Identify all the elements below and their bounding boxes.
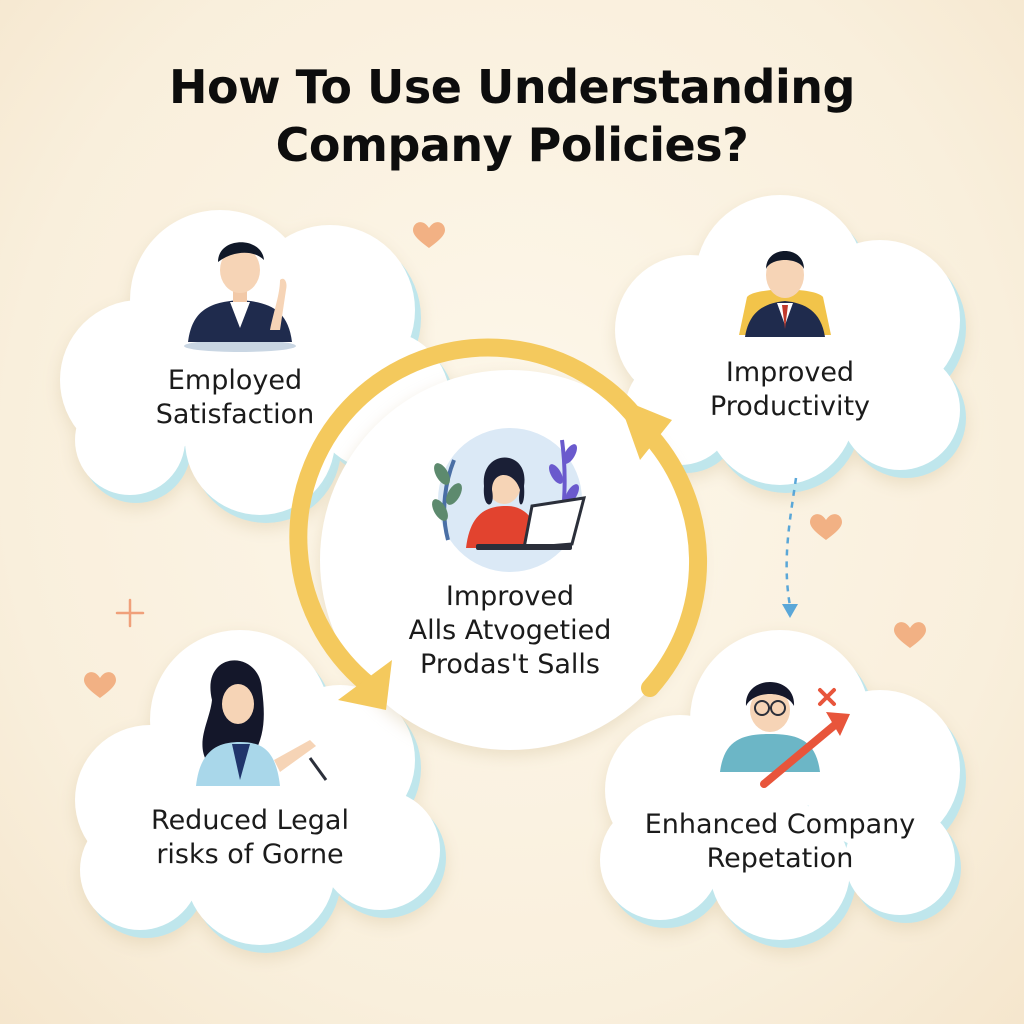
growth-man-icon (720, 682, 850, 788)
node-label-line: Repetation (706, 843, 854, 874)
businessman-icon (184, 242, 296, 352)
node-label-center: Improved Alls Atvogetied Prodas't Salls (390, 580, 630, 682)
node-label-line: Satisfaction (155, 399, 315, 430)
arrowhead-icon (618, 398, 672, 460)
heart-icon (413, 222, 445, 248)
executive-icon (739, 251, 831, 337)
node-label-line: Employed (167, 365, 303, 396)
node-label-line: Improved (725, 357, 855, 388)
presenter-woman-icon (196, 660, 328, 786)
woman-laptop-icon (432, 428, 587, 572)
cycle-arrow-ring (289, 338, 654, 699)
heart-icon (894, 622, 926, 648)
title-line-1: How To Use Understanding (169, 60, 855, 114)
page-title: How To Use Understanding Company Policie… (0, 58, 1024, 174)
heart-icon (810, 514, 842, 540)
node-label-bottom-left: Reduced Legal risks of Gorne (130, 804, 370, 872)
node-label-line: risks of Gorne (156, 839, 344, 870)
arrowhead-icon (782, 604, 798, 618)
node-label-top-right: Improved Productivity (680, 356, 900, 424)
dashed-arrow (785, 477, 798, 607)
node-label-line: Productivity (709, 391, 871, 422)
node-label-top-left: Employed Satisfaction (120, 364, 350, 432)
arrowhead-icon (338, 660, 392, 710)
cloud-bottom-right (600, 630, 966, 948)
node-label-bottom-right: Enhanced Company Repetation (630, 808, 930, 876)
node-label-line: Reduced Legal (151, 805, 349, 836)
node-label-line: Improved (445, 581, 575, 612)
node-label-line: Alls Atvogetied (408, 615, 612, 646)
heart-icon (84, 672, 116, 698)
node-label-line: Enhanced Company (644, 809, 916, 840)
node-label-line: Prodas't Salls (420, 649, 600, 680)
sparkle-plus-icon (115, 598, 145, 628)
title-line-2: Company Policies? (275, 118, 749, 172)
